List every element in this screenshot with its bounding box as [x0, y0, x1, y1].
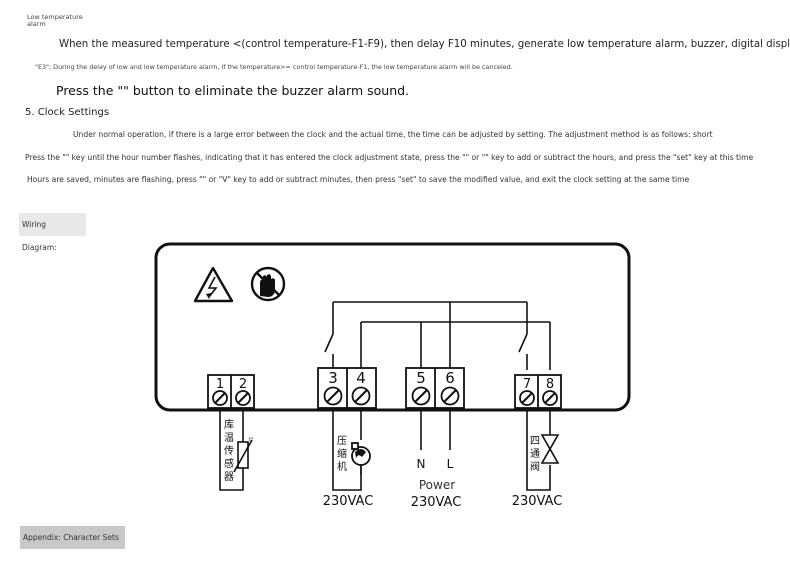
- sensor-label-char-2: 温: [224, 432, 234, 444]
- terminal-number-3: 3: [328, 369, 338, 387]
- sensor-label-char-1: 库: [224, 418, 234, 431]
- buzzer-instruction: Press the "" button to eliminate the buz…: [56, 83, 410, 98]
- clock-para-2: Press the "" key until the hour number f…: [25, 153, 754, 162]
- sensor-label-char-3: 传: [224, 445, 234, 457]
- four-way-valve-icon: [540, 434, 560, 464]
- compressor-label-char-1: 压: [337, 435, 347, 447]
- high-voltage-warning-icon: [193, 266, 234, 303]
- appendix-label: Appendix: Character Sets: [20, 526, 125, 549]
- low-temp-alarm-title-line2: alarm: [27, 20, 46, 28]
- thermistor-symbol: [233, 439, 253, 473]
- thermistor-mark: t°: [249, 437, 254, 443]
- low-temp-alarm-title-line1: Low temperature: [27, 13, 83, 21]
- terminal-number-2: 2: [239, 377, 247, 392]
- sensor-label-char-4: 感: [224, 457, 234, 470]
- wiring-diagram-label: Wiring Diagram:: [19, 213, 86, 252]
- terminal-number-7: 7: [523, 377, 531, 392]
- neutral-label: N: [417, 457, 426, 471]
- compressor-icon: [351, 442, 371, 475]
- valve-label-char-3: 阀: [530, 460, 540, 473]
- terminal-number-5: 5: [416, 369, 426, 387]
- alarm-cancel-note: "E3"; During the delay of low and low te…: [35, 63, 513, 71]
- compressor-label-char-2: 缩: [337, 447, 347, 460]
- compressor-label-char-3: 机: [337, 460, 347, 473]
- valve-label-char-2: 通: [530, 448, 540, 460]
- sensor-label-char-5: 器: [224, 471, 234, 483]
- alarm-condition-text: When the measured temperature <(control …: [59, 39, 790, 50]
- no-touch-icon: [250, 266, 286, 302]
- clock-para-3: Hours are saved, minutes are flashing, p…: [27, 175, 690, 184]
- power-label: Power: [419, 478, 455, 492]
- valve-voltage: 230VAC: [512, 494, 563, 509]
- terminal-number-6: 6: [445, 369, 455, 387]
- controller-housing: [154, 242, 631, 412]
- clock-para-1: Under normal operation, if there is a la…: [73, 130, 713, 139]
- valve-label-char-1: 四: [530, 436, 540, 447]
- power-voltage: 230VAC: [411, 495, 462, 510]
- terminal-number-8: 8: [546, 377, 554, 392]
- terminal-number-4: 4: [356, 369, 366, 387]
- compressor-voltage: 230VAC: [323, 494, 374, 509]
- clock-settings-heading: 5. Clock Settings: [25, 107, 110, 118]
- live-label: L: [447, 457, 454, 471]
- terminal-number-1: 1: [216, 377, 224, 392]
- low-temp-alarm-title: Low temperature alarm: [27, 14, 83, 28]
